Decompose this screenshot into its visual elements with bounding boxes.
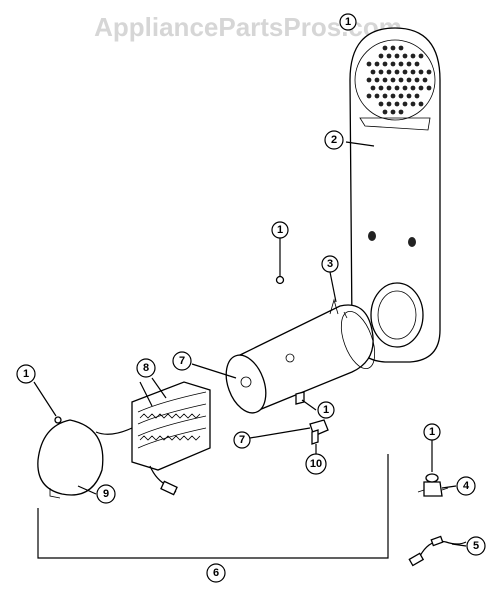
heater-duct-panel bbox=[349, 27, 441, 363]
svg-text:2: 2 bbox=[331, 134, 337, 146]
vent-hole bbox=[410, 101, 416, 107]
vent-hole bbox=[418, 101, 424, 107]
vent-hole bbox=[390, 45, 396, 51]
vent-hole bbox=[382, 77, 388, 83]
wire-harness bbox=[408, 535, 467, 567]
callout-7-lower: 7 bbox=[233, 431, 251, 449]
vent-hole bbox=[394, 53, 400, 59]
vent-hole bbox=[370, 85, 376, 91]
vent-hole bbox=[374, 77, 380, 83]
vent-hole bbox=[390, 61, 396, 67]
vent-hole bbox=[398, 45, 404, 51]
callout-1-right: 1 bbox=[317, 401, 335, 419]
vent-hole bbox=[406, 77, 412, 83]
svg-text:1: 1 bbox=[345, 16, 351, 28]
vent-hole bbox=[390, 109, 396, 115]
svg-text:6: 6 bbox=[213, 567, 219, 579]
vent-hole bbox=[386, 101, 392, 107]
vent-hole bbox=[402, 53, 408, 59]
high-limit-thermostat bbox=[417, 473, 449, 497]
svg-text:8: 8 bbox=[143, 362, 149, 374]
vent-hole bbox=[402, 101, 408, 107]
vent-hole bbox=[374, 93, 380, 99]
vent-hole bbox=[398, 109, 404, 115]
callout-4: 4 bbox=[456, 476, 476, 496]
callout-1-mid: 1 bbox=[271, 221, 289, 239]
callout-5: 5 bbox=[466, 536, 486, 556]
vent-hole bbox=[418, 85, 424, 91]
svg-text:7: 7 bbox=[239, 434, 245, 446]
vent-hole bbox=[414, 61, 420, 67]
vent-hole bbox=[386, 85, 392, 91]
vent-hole bbox=[374, 61, 380, 67]
svg-text:9: 9 bbox=[103, 488, 109, 500]
watermark-text: AppliancePartsPros.com bbox=[94, 12, 402, 42]
callout-1-left: 1 bbox=[16, 364, 36, 384]
vent-hole bbox=[382, 93, 388, 99]
svg-text:5: 5 bbox=[473, 540, 479, 552]
vent-hole bbox=[378, 69, 384, 75]
vent-hole bbox=[366, 61, 372, 67]
svg-text:3: 3 bbox=[327, 258, 333, 270]
vent-hole bbox=[370, 69, 376, 75]
callout-8: 8 bbox=[136, 358, 156, 378]
callout-10: 10 bbox=[305, 453, 327, 475]
callout-2: 2 bbox=[324, 130, 344, 150]
vent-hole bbox=[378, 101, 384, 107]
vent-hole bbox=[418, 53, 424, 59]
vent-hole bbox=[410, 85, 416, 91]
vent-hole bbox=[382, 61, 388, 67]
svg-text:7: 7 bbox=[179, 355, 185, 367]
vent-hole bbox=[406, 93, 412, 99]
vent-hole bbox=[386, 53, 392, 59]
vent-hole bbox=[418, 69, 424, 75]
vent-hole bbox=[394, 85, 400, 91]
vent-hole bbox=[402, 85, 408, 91]
callout-1-thermostat: 1 bbox=[423, 423, 441, 441]
vent-hole bbox=[398, 77, 404, 83]
vent-hole bbox=[422, 77, 428, 83]
svg-text:1: 1 bbox=[23, 368, 29, 380]
svg-text:4: 4 bbox=[463, 480, 470, 492]
element-cover bbox=[37, 419, 104, 499]
vent-hole bbox=[410, 53, 416, 59]
svg-text:1: 1 bbox=[277, 224, 283, 236]
callout-6: 6 bbox=[206, 563, 226, 583]
vent-hole bbox=[394, 69, 400, 75]
vent-hole bbox=[386, 69, 392, 75]
vent-hole bbox=[382, 109, 388, 115]
vent-hole bbox=[406, 61, 412, 67]
heater-housing-cylinder bbox=[225, 298, 376, 414]
vent-hole bbox=[414, 77, 420, 83]
svg-text:10: 10 bbox=[310, 458, 322, 470]
vent-hole bbox=[378, 53, 384, 59]
vent-hole bbox=[366, 77, 372, 83]
vent-hole bbox=[410, 69, 416, 75]
vent-hole bbox=[398, 93, 404, 99]
callout-9: 9 bbox=[96, 484, 116, 504]
heating-element bbox=[95, 381, 211, 496]
svg-text:1: 1 bbox=[429, 426, 435, 438]
vent-hole bbox=[390, 77, 396, 83]
svg-text:1: 1 bbox=[323, 404, 329, 416]
vent-hole bbox=[390, 93, 396, 99]
callout-1-top: 1 bbox=[339, 13, 357, 31]
vent-hole bbox=[382, 45, 388, 51]
vent-hole bbox=[402, 69, 408, 75]
callout-3: 3 bbox=[321, 255, 339, 273]
vent-hole bbox=[426, 69, 432, 75]
vent-hole bbox=[414, 93, 420, 99]
vent-holes bbox=[366, 45, 432, 115]
leader-lines bbox=[33, 141, 467, 559]
vent-hole bbox=[394, 101, 400, 107]
callout-7-upper: 7 bbox=[172, 351, 192, 371]
vent-hole bbox=[398, 61, 404, 67]
vent-hole bbox=[426, 85, 432, 91]
vent-hole bbox=[378, 85, 384, 91]
vent-hole bbox=[366, 93, 372, 99]
